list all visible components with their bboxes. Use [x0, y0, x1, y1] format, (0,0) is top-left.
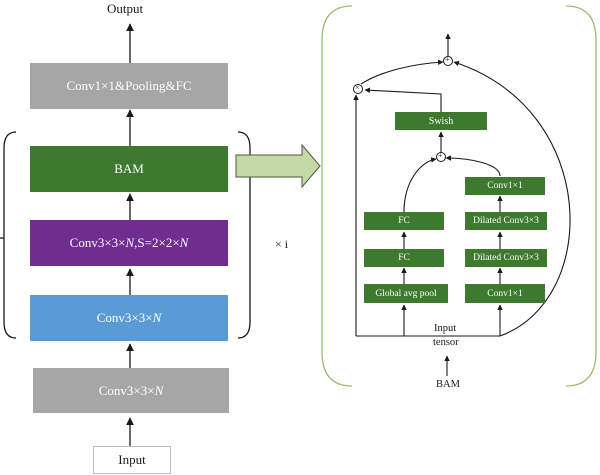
conv-stride-n1: N [125, 235, 135, 250]
conv-block-n: N [152, 310, 162, 325]
spatial-dilated-top-block: Dilated Conv3×3 [465, 212, 547, 230]
channel-fc-top-label: FC [398, 216, 410, 226]
channel-fc-top-block: FC [364, 212, 444, 230]
spatial-conv1x1-bottom-block: Conv1×1 [465, 284, 545, 303]
arrow-spatial-to-sum [445, 155, 501, 177]
conv-block: Conv3×3×N [30, 295, 228, 341]
head-block-label: Conv1×1&Pooling&FC [66, 78, 192, 93]
bam-block-label: BAM [114, 161, 144, 176]
repeat-label: × i [275, 237, 289, 251]
channel-fc-bottom-label: FC [398, 253, 410, 263]
bam-panel-bracket-right [565, 5, 597, 387]
swish-block-label: Swish [428, 115, 454, 127]
output-label: Output [107, 1, 144, 16]
input-block: Input [93, 446, 171, 474]
head-block: Conv1×1&Pooling&FC [30, 63, 228, 109]
spatial-dilated-top-label: Dilated Conv3×3 [473, 216, 539, 226]
input-block-label: Input [118, 452, 146, 467]
final-sum-symbol: + [445, 55, 450, 64]
sum-circle [436, 152, 446, 162]
spatial-conv1x1-top-block: Conv1×1 [465, 177, 545, 195]
sum-symbol: + [438, 151, 443, 160]
spatial-dilated-bottom-label: Dilated Conv3×3 [473, 253, 539, 263]
bam-panel-bracket-left [321, 5, 353, 387]
stem-block-n: N [154, 382, 164, 398]
spatial-conv1x1-top-label: Conv1×1 [487, 181, 523, 191]
conv-block-prefix: Conv3×3× [96, 310, 153, 325]
repeat-bracket-right [237, 131, 251, 339]
input-tensor-line2: tensor [433, 337, 459, 348]
swish-block: Swish [395, 112, 487, 130]
spatial-conv1x1-bottom-label: Conv1×1 [487, 288, 523, 299]
channel-fc-bottom-block: FC [364, 249, 444, 267]
input-tensor-line1: Input [434, 323, 457, 334]
arrow-swish-to-multiply [364, 87, 442, 112]
spatial-dilated-bottom-block: Dilated Conv3×3 [465, 249, 547, 267]
multiply-symbol: × [355, 83, 360, 92]
arrow-residual-to-plus [453, 60, 571, 337]
expand-arrow [235, 143, 321, 189]
arrow-multiply-to-plus [360, 59, 444, 85]
stem-block-prefix: Conv3×3× [98, 382, 155, 398]
repeat-bracket-left [3, 131, 17, 339]
multiply-circle [353, 84, 363, 94]
arrow-channel-to-sum [403, 157, 437, 213]
global-avg-pool-label: Global avg pool [375, 288, 437, 299]
final-sum-circle [443, 56, 453, 66]
stem-block: Conv3×3×N [33, 368, 229, 413]
bam-block: BAM [30, 146, 228, 192]
conv-stride-n2: N [179, 235, 189, 250]
bam-caption: BAM [436, 379, 460, 390]
conv-stride-block: Conv3×3×N,S=2×2×N [30, 220, 228, 266]
global-avg-pool-block: Global avg pool [364, 284, 448, 303]
conv-stride-prefix: Conv3×3× [69, 235, 126, 250]
conv-stride-mid: ,S=2×2× [134, 235, 180, 250]
